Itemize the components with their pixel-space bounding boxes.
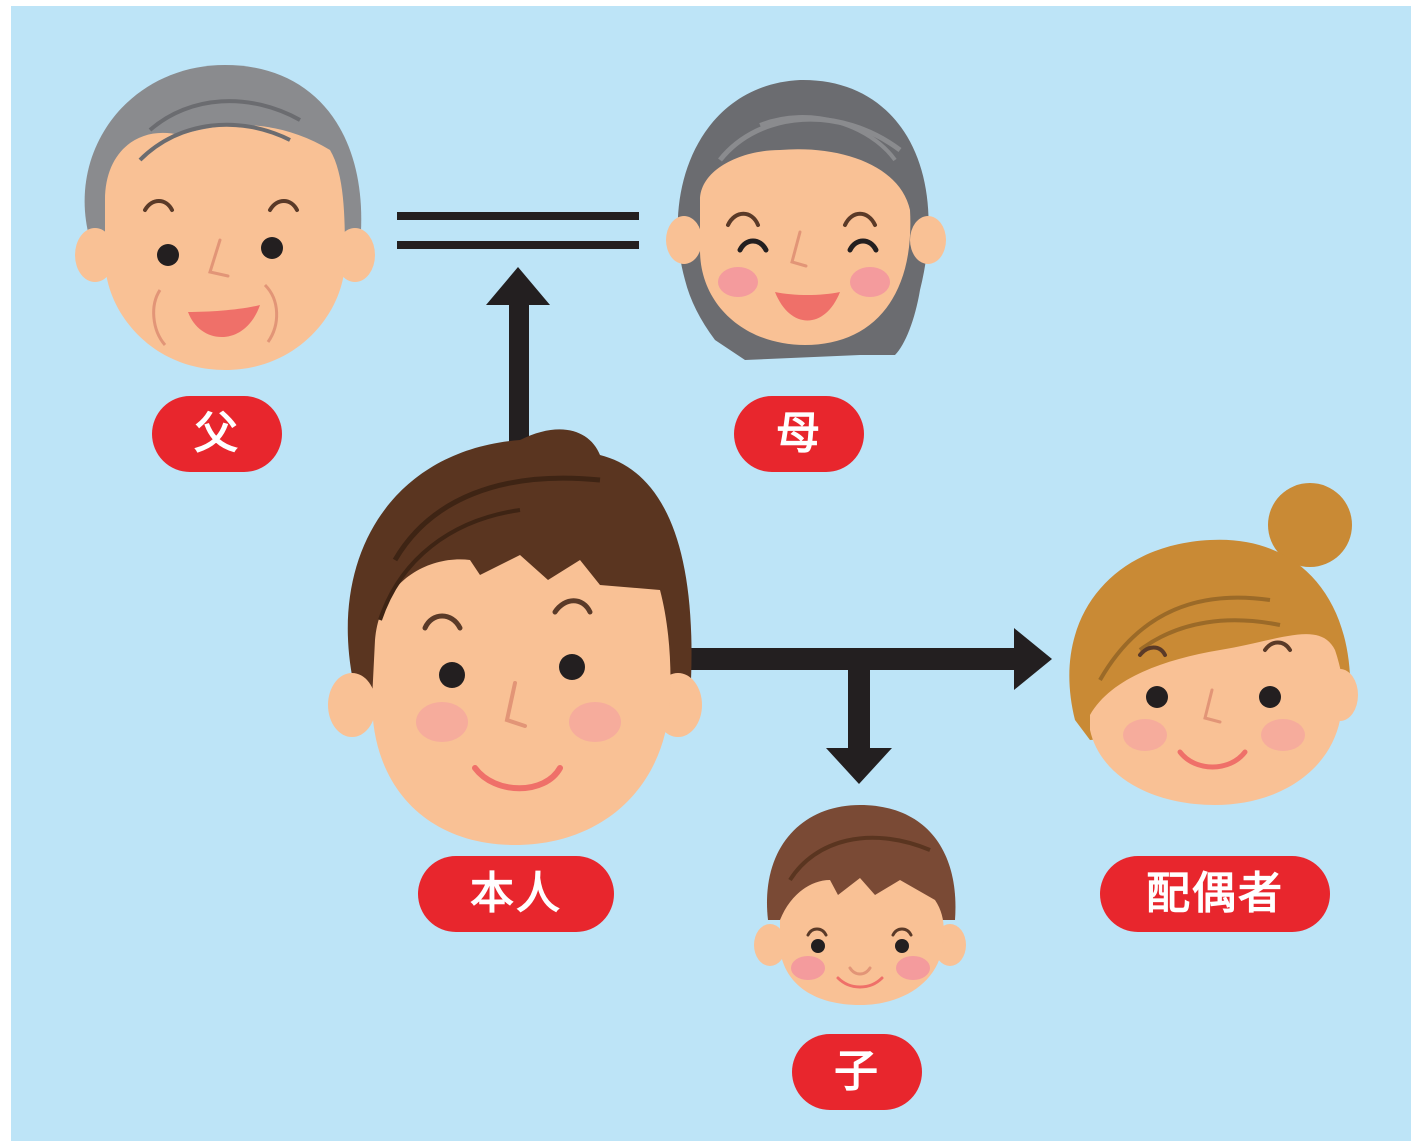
mother-label: 母 [734,396,864,472]
spouse-label: 配偶者 [1100,856,1330,932]
arrow-to-child [826,662,892,784]
self-face-icon [328,429,702,845]
father-face-icon [75,65,375,370]
marriage-line-parents [397,212,639,249]
spouse-face-icon [1069,483,1358,805]
child-label: 子 [792,1034,922,1110]
arrow-to-parents [486,267,550,452]
self-label: 本人 [418,856,614,932]
father-label: 父 [152,396,282,472]
child-face-icon [754,805,966,1005]
arrow-to-spouse [640,628,1052,690]
mother-face-icon [666,79,946,360]
